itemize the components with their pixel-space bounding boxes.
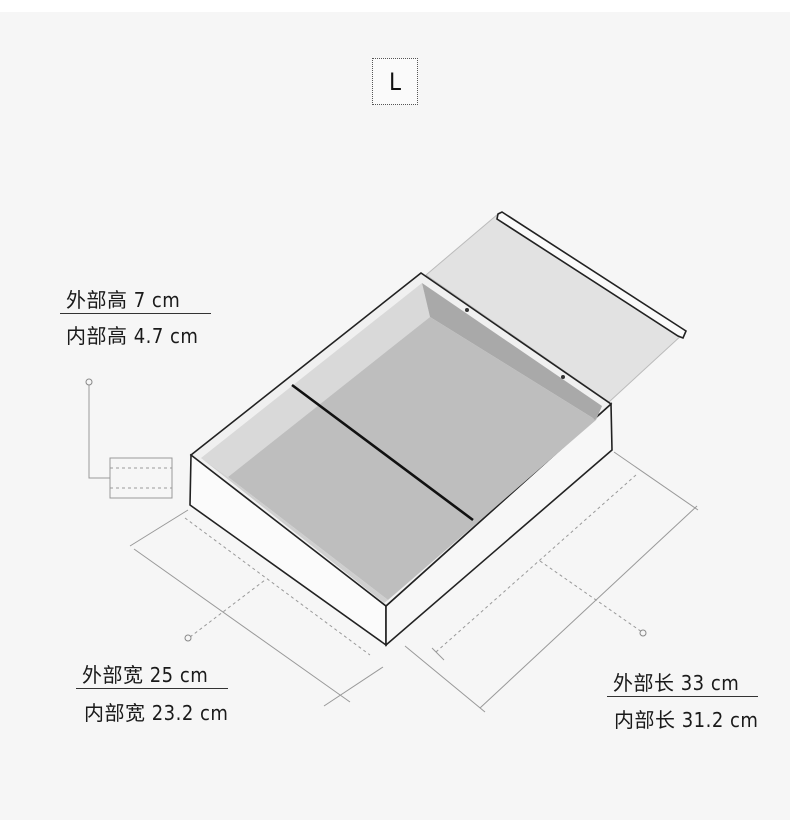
- lid-edge-strip: [496, 211, 688, 340]
- height-outer-label: 外部高 7 cm: [66, 288, 181, 312]
- height-inner-label: 内部高 4.7 cm: [66, 324, 199, 348]
- length-outer-line: [404, 645, 486, 713]
- width-inner-line: [184, 517, 371, 656]
- length-leader-line: [539, 560, 643, 633]
- width-outer-line: [133, 548, 351, 703]
- box-inner-right-wall: [422, 283, 602, 420]
- width-inner-label: 内部宽 23.2 cm: [84, 701, 229, 725]
- length-inner-label: 内部长 31.2 cm: [614, 708, 759, 732]
- width-leader-dot: [184, 634, 192, 642]
- length-outer-tick: [613, 451, 699, 511]
- height-divider: [60, 313, 211, 314]
- size-badge: L: [372, 58, 418, 105]
- box-inner-floor-front: [201, 458, 388, 603]
- box-divider: [291, 383, 474, 522]
- hinge-dot: [465, 308, 469, 312]
- box-inner-back-wall: [201, 283, 430, 477]
- width-outer-tick: [129, 509, 189, 547]
- width-leader-line: [189, 579, 266, 638]
- length-divider: [607, 696, 758, 697]
- width-divider: [76, 688, 228, 689]
- width-outer-tick: [323, 666, 384, 707]
- height-bracket: [109, 457, 173, 499]
- width-outer-label: 外部宽 25 cm: [82, 663, 209, 687]
- height-leader-dot: [85, 378, 93, 386]
- box-inner-floor: [228, 317, 596, 600]
- length-outer-label: 外部长 33 cm: [613, 671, 740, 695]
- length-inner-line: [435, 474, 637, 653]
- height-leader-line: [88, 382, 110, 479]
- length-outer-line: [479, 505, 698, 709]
- hinge-dot: [561, 375, 565, 379]
- length-leader-dot: [639, 629, 647, 637]
- length-inner-tick: [431, 647, 445, 661]
